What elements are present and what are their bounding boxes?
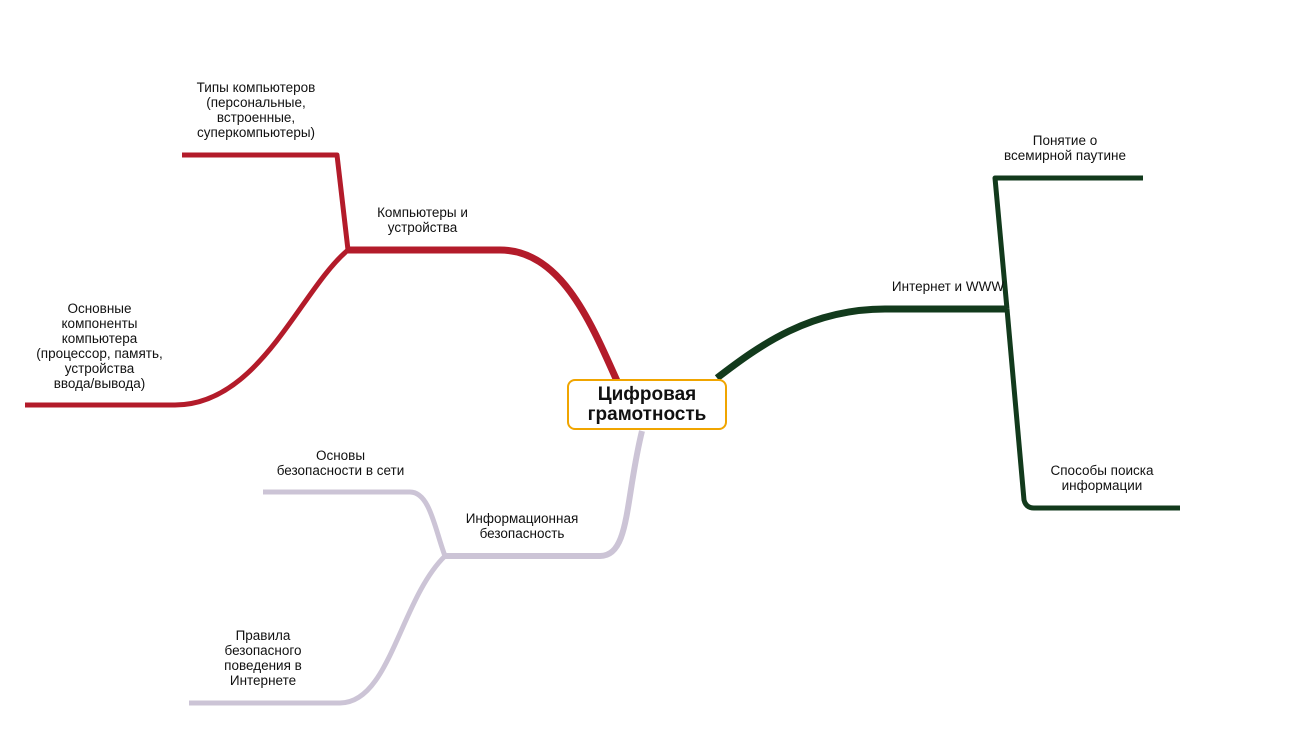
- connector-internet-www: [992, 175, 1143, 310]
- connector-computers-components: [25, 248, 350, 408]
- subtopic-computer-types: Типы компьютеров (персональные, встроенн…: [196, 80, 316, 140]
- central-topic-node: Цифровая грамотность: [567, 379, 727, 430]
- branch-label-computers: Компьютеры и устройства: [377, 205, 468, 235]
- connector-security-rules: [189, 554, 447, 706]
- branch-label-internet: Интернет и WWW: [891, 279, 1005, 294]
- connector-security-main: [445, 430, 645, 559]
- subtopic-safe-behavior-rules: Правила безопасного поведения в Интернет…: [224, 628, 302, 688]
- subtopic-security-basics: Основы безопасности в сети: [276, 448, 405, 478]
- connector-computers-types: [182, 152, 351, 251]
- branch-label-security: Информационная безопасность: [465, 511, 579, 541]
- connector-computers-main: [348, 246, 621, 383]
- subtopic-search-methods: Способы поиска информации: [1050, 463, 1154, 493]
- connector-internet-main: [714, 305, 1007, 381]
- subtopic-computer-components: Основные компоненты компьютера (процессо…: [36, 301, 163, 391]
- connector-security-basics: [263, 489, 448, 557]
- connector-internet-search: [1004, 308, 1180, 511]
- subtopic-www-concept: Понятие о всемирной паутине: [1004, 133, 1126, 163]
